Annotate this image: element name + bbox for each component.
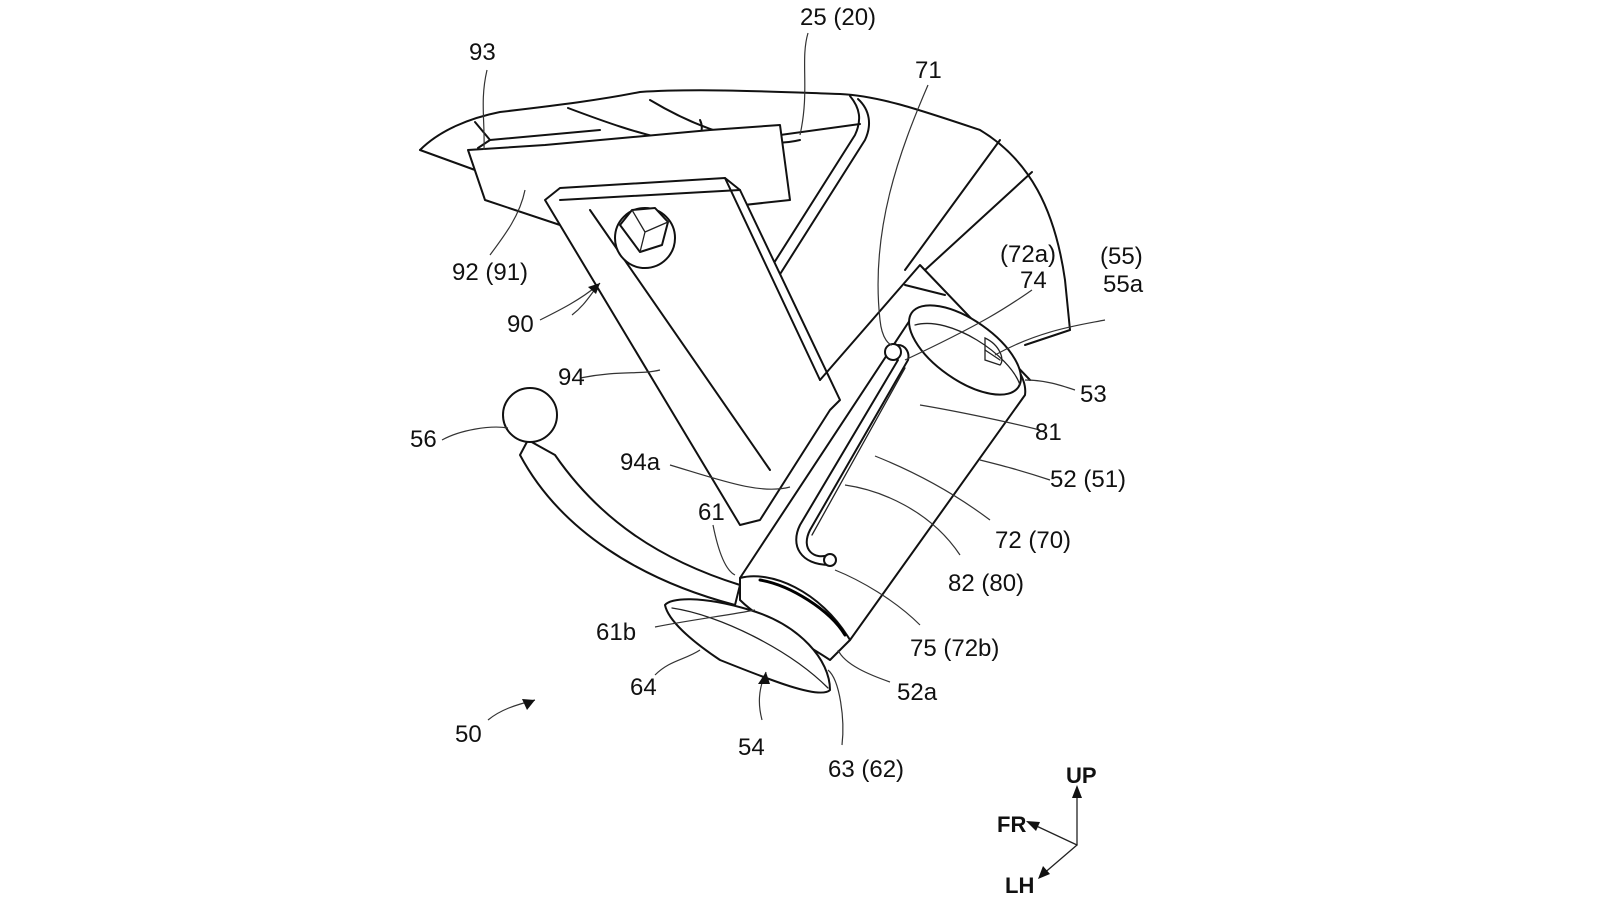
bolt: [614, 207, 676, 269]
reference-arrows: [487, 282, 844, 746]
arrow-90-head: [588, 283, 600, 294]
label-82-80: 82 (80): [948, 570, 1024, 597]
label-55: (55): [1100, 243, 1143, 270]
label-25-20: 25 (20): [800, 4, 876, 31]
label-94a: 94a: [620, 449, 661, 476]
label-94: 94: [558, 364, 585, 391]
label-90: 90: [507, 311, 534, 338]
label-61: 61: [698, 499, 725, 526]
label-56: 56: [410, 426, 437, 453]
front-arrow-icon: [1026, 821, 1040, 831]
orientation-indicator: UP FR LH: [997, 763, 1097, 898]
label-63-62: 63 (62): [828, 756, 904, 783]
label-52-51: 52 (51): [1050, 466, 1126, 493]
label-lh: LH: [1005, 873, 1034, 898]
label-53: 53: [1080, 381, 1107, 408]
left-axis: [1041, 844, 1078, 876]
reference-labels: 25 (20) 93 71 92 (91) (72a) 74 (55) 55a …: [410, 4, 1144, 783]
label-fr: FR: [997, 812, 1026, 837]
foot-54: [664, 575, 851, 694]
label-up: UP: [1066, 763, 1097, 788]
label-93: 93: [469, 39, 496, 66]
label-71: 71: [915, 57, 942, 84]
label-64: 64: [630, 674, 657, 701]
label-72-70: 72 (70): [995, 527, 1071, 554]
label-75-72b: 75 (72b): [910, 635, 999, 662]
label-54: 54: [738, 734, 765, 761]
label-50: 50: [455, 721, 482, 748]
label-55a: 55a: [1103, 271, 1144, 298]
label-74: 74: [1020, 267, 1047, 294]
label-81: 81: [1035, 419, 1062, 446]
arrow-54-head: [758, 672, 770, 684]
up-arrow-icon: [1072, 785, 1082, 798]
left-arrow-icon: [1038, 866, 1050, 879]
label-52a: 52a: [897, 679, 938, 706]
label-92-91: 92 (91): [452, 259, 528, 286]
arrow-50-head: [522, 699, 535, 710]
label-72a: (72a): [1000, 241, 1056, 268]
label-61b: 61b: [596, 619, 636, 646]
